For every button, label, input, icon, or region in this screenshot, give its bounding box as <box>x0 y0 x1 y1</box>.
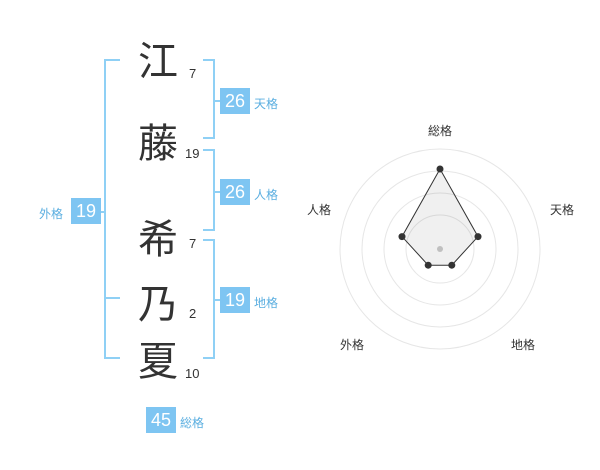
tenkaku-bracket <box>203 59 215 139</box>
radar-point-1 <box>436 165 444 173</box>
radar-ring-1 <box>339 148 541 350</box>
radar-point-5 <box>398 233 406 241</box>
name-char-1-strokes: 7 <box>189 66 197 81</box>
name-char-2: 藤 <box>138 121 178 167</box>
radar-label-jinkaku: 人格 <box>307 203 332 217</box>
radar-label-tenkaku: 天格 <box>550 203 575 217</box>
tenkaku-value: 26 <box>220 88 250 114</box>
jinkaku-value: 26 <box>220 179 250 205</box>
radar-ring-4 <box>405 214 475 284</box>
name-char-4: 乃 <box>138 282 178 328</box>
radar-polygon <box>401 167 479 266</box>
name-char-4-strokes: 2 <box>189 306 197 321</box>
radar-center <box>437 246 443 252</box>
name-char-2-strokes: 19 <box>185 146 200 161</box>
soukaku-label: 総格 <box>180 416 205 430</box>
radar-point-3 <box>448 261 456 269</box>
tenkaku-label: 天格 <box>254 97 279 111</box>
chikaku-bracket <box>203 239 215 359</box>
radar-point-2 <box>474 233 482 241</box>
chikaku-label: 地格 <box>254 296 279 310</box>
soukaku-value: 45 <box>146 407 176 433</box>
jinkaku-label: 人格 <box>254 188 279 202</box>
gaikaku-bracket <box>104 59 120 359</box>
radar-label-chikaku: 地格 <box>511 338 536 352</box>
name-char-5-strokes: 10 <box>185 366 200 381</box>
name-char-5: 夏 <box>138 339 178 385</box>
radar-label-soukaku: 総格 <box>428 124 453 138</box>
name-char-3-strokes: 7 <box>189 236 197 251</box>
radar-chart <box>339 148 541 350</box>
name-char-3: 希 <box>138 217 178 263</box>
chikaku-value: 19 <box>220 287 250 313</box>
name-char-1: 江 <box>138 39 178 85</box>
gaikaku-value: 19 <box>71 198 101 224</box>
radar-points <box>398 165 482 269</box>
radar-label-gaikaku: 外格 <box>340 338 365 352</box>
gaikaku-label: 外格 <box>39 207 64 221</box>
radar-ring-3 <box>383 192 497 306</box>
radar-point-4 <box>424 261 432 269</box>
jinkaku-bracket <box>203 149 215 231</box>
